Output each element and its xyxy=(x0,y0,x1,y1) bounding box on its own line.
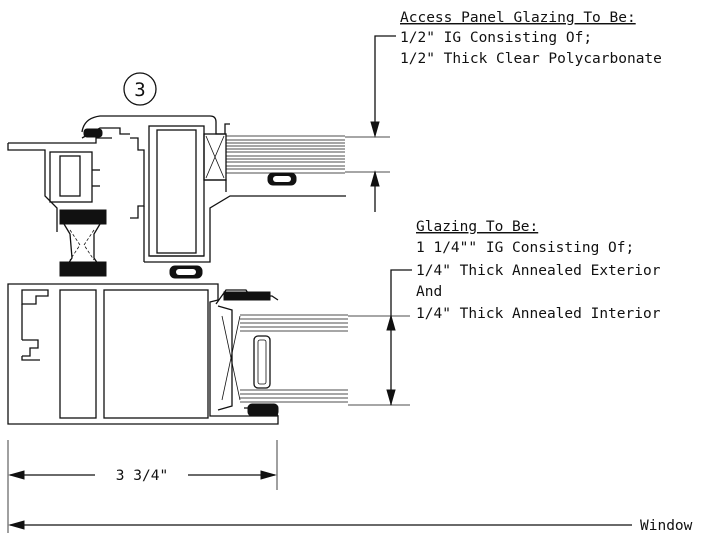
width-dimension-label: 3 3/4" xyxy=(116,468,168,484)
glazing-note-line-2: 1/4" Thick Annealed Exterior xyxy=(416,263,661,279)
glazing-leader-line xyxy=(390,269,412,405)
window-dimension-label: Window xyxy=(640,518,693,533)
access-panel-glazing-note: Access Panel Glazing To Be: 1/2" IG Cons… xyxy=(345,10,662,212)
width-dimension: 3 3/4" xyxy=(7,440,278,533)
glazing-note: Glazing To Be: 1 1/4"" IG Consisting Of;… xyxy=(348,219,661,406)
detail-callout: 3 xyxy=(123,72,157,106)
glazing-note-line-1: 1 1/4"" IG Consisting Of; xyxy=(416,240,634,256)
window-dimension: Window xyxy=(8,518,693,533)
sill-frame xyxy=(7,283,348,425)
glazing-leader-arrow xyxy=(386,389,396,406)
glazing-note-heading: Glazing To Be: xyxy=(416,219,538,235)
glazing-note-line-3: And xyxy=(416,284,442,300)
access-panel-note-line-1: 1/2" IG Consisting Of; xyxy=(400,30,592,46)
outer-frame-profile xyxy=(7,137,112,277)
access-panel-frame xyxy=(81,115,346,279)
glazing-note-line-4: 1/4" Thick Annealed Interior xyxy=(416,306,661,322)
detail-callout-number: 3 xyxy=(134,79,145,101)
access-panel-leader-arrow xyxy=(370,121,380,138)
access-panel-note-line-2: 1/2" Thick Clear Polycarbonate xyxy=(400,51,662,67)
access-panel-note-heading: Access Panel Glazing To Be: xyxy=(400,10,636,26)
access-panel-leader-line xyxy=(374,35,396,135)
